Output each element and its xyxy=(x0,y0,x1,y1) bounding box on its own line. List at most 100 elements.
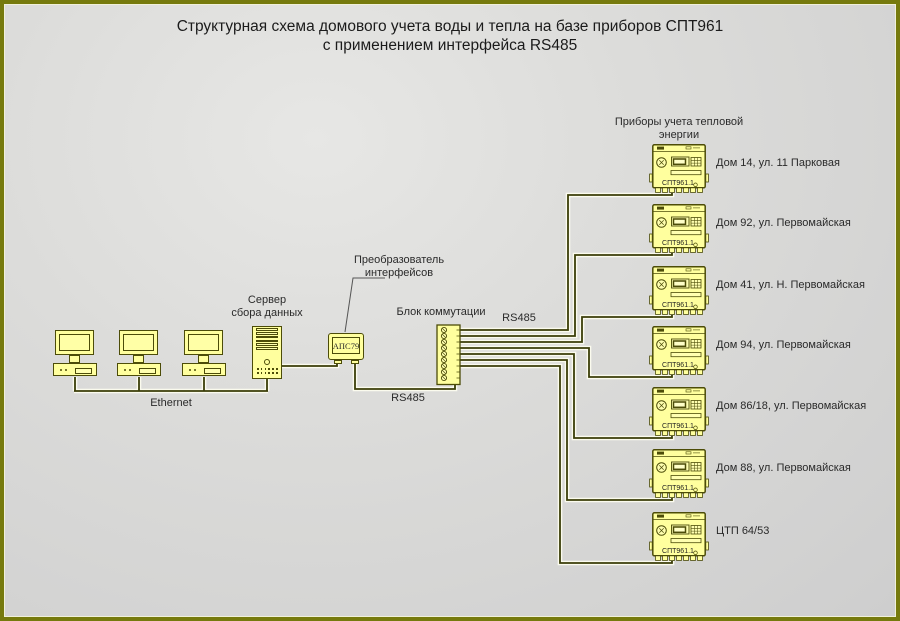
device-location-label-1: Дом 14, ул. 11 Парковая xyxy=(716,157,840,169)
device-keypad xyxy=(690,279,702,289)
device-model-label: СПТ961.1 xyxy=(662,240,694,247)
converter-label: Преобразователь интерфейсов xyxy=(353,254,445,279)
device-location-label-4: Дом 94, ул. Первомайская xyxy=(716,339,851,351)
mounting-ear xyxy=(649,541,653,551)
page-title: Структурная схема домового учета воды и … xyxy=(4,17,896,55)
brand-mark xyxy=(657,451,664,455)
connector-tabs xyxy=(655,187,703,193)
mounting-ear xyxy=(649,416,653,426)
device-spt961-5: СПТ961.1 xyxy=(649,387,709,436)
brand-mark xyxy=(657,146,664,150)
brand-mark xyxy=(657,328,664,332)
mounting-ear xyxy=(649,478,653,488)
rs485-label-bottom: RS485 xyxy=(391,392,425,404)
brand-mark xyxy=(657,268,664,272)
server-power-button xyxy=(264,359,270,365)
workstation-system-unit xyxy=(53,363,97,376)
device-location-label-3: Дом 41, ул. Н. Первомайская xyxy=(716,279,865,291)
connector-tabs xyxy=(655,369,703,375)
wire-ethernet-halo xyxy=(72,377,270,394)
device-model-label: СПТ961.1 xyxy=(662,548,694,555)
indicator-dot xyxy=(65,369,67,371)
aps79-terminal xyxy=(334,359,342,364)
workstation-3 xyxy=(181,329,227,379)
wire-rs485-device-6 xyxy=(460,359,673,501)
server-vents xyxy=(257,368,278,370)
workstation-screen xyxy=(188,334,219,351)
server-slat xyxy=(256,339,278,343)
wire-rs485-device-2 xyxy=(460,253,673,337)
workstation-stand xyxy=(198,355,209,363)
connector-tabs xyxy=(655,492,703,498)
aps79-converter: АПС79 xyxy=(328,333,364,364)
workstation-2 xyxy=(116,329,162,379)
mounting-ear xyxy=(705,295,709,305)
device-model-label: СПТ961.1 xyxy=(662,362,694,369)
mounting-ear xyxy=(705,355,709,365)
converter-label-leader-line xyxy=(344,277,385,333)
server-tower xyxy=(252,326,282,379)
workstation-1 xyxy=(52,329,98,379)
connector-tabs xyxy=(655,309,703,315)
server-slat xyxy=(256,343,278,346)
drive-slot xyxy=(75,368,92,374)
rs485-label-top: RS485 xyxy=(502,312,536,324)
wire-rs485-device-4 xyxy=(460,347,673,378)
device-spt961-6: СПТ961.1 xyxy=(649,449,709,498)
connector-tabs xyxy=(655,555,703,561)
devices-group-label: Приборы учета тепловой энергии xyxy=(614,116,744,141)
switch-block xyxy=(436,324,461,386)
device-location-label-7: ЦТП 64/53 xyxy=(716,525,770,537)
device-spt961-7: СПТ961.1 xyxy=(649,512,709,561)
workstation-system-unit xyxy=(182,363,226,376)
device-location-label-2: Дом 92, ул. Первомайская xyxy=(716,217,851,229)
indicator-dot xyxy=(124,369,126,371)
indicator-dot xyxy=(129,369,131,371)
server-slat xyxy=(256,331,278,335)
wire-rs485-device-5 xyxy=(460,353,673,439)
device-spt961-1: СПТ961.1 xyxy=(649,144,709,193)
workstation-stand xyxy=(133,355,144,363)
server-slat xyxy=(256,328,278,331)
device-model-label: СПТ961.1 xyxy=(662,180,694,187)
workstation-monitor xyxy=(184,330,223,355)
device-keypad xyxy=(690,217,702,227)
indicator-dot xyxy=(60,369,62,371)
wire-rs485-device-7 xyxy=(460,365,673,564)
drive-slot xyxy=(139,368,156,374)
brand-mark xyxy=(657,514,664,518)
switch-block-label: Блок коммутации xyxy=(396,306,486,318)
mounting-ear xyxy=(649,355,653,365)
device-spt961-4: СПТ961.1 xyxy=(649,326,709,375)
aps79-label: АПС79 xyxy=(332,337,360,354)
brand-mark xyxy=(657,206,664,210)
workstation-screen xyxy=(59,334,90,351)
indicator-dot xyxy=(189,369,191,371)
workstation-monitor xyxy=(119,330,158,355)
wire-rs485-device-3 xyxy=(460,315,673,343)
mounting-ear xyxy=(705,233,709,243)
wire-ethernet-bus xyxy=(74,377,268,392)
device-spt961-3: СПТ961.1 xyxy=(649,266,709,315)
indicator-dot xyxy=(194,369,196,371)
device-keypad xyxy=(690,525,702,535)
mounting-ear xyxy=(649,295,653,305)
device-location-label-5: Дом 86/18, ул. Первомайская xyxy=(716,400,867,412)
page-title-line2: с применением интерфейса RS485 xyxy=(322,37,578,54)
brand-mark xyxy=(657,389,664,393)
server-slat xyxy=(256,335,278,339)
server-slat xyxy=(256,347,278,350)
ethernet-label: Ethernet xyxy=(150,397,192,409)
wire-aps79-to-block xyxy=(354,363,456,390)
device-spt961-2: СПТ961.1 xyxy=(649,204,709,253)
wire-rs485-device-1 xyxy=(460,193,673,331)
device-location-label-6: Дом 88, ул. Первомайская xyxy=(716,462,851,474)
mounting-ear xyxy=(705,416,709,426)
server-vents xyxy=(257,372,278,374)
device-model-label: СПТ961.1 xyxy=(662,302,694,309)
workstation-stand xyxy=(69,355,80,363)
workstation-monitor xyxy=(55,330,94,355)
server-label: Сервер сбора данных xyxy=(231,294,303,319)
workstation-system-unit xyxy=(117,363,161,376)
connector-tabs xyxy=(655,430,703,436)
